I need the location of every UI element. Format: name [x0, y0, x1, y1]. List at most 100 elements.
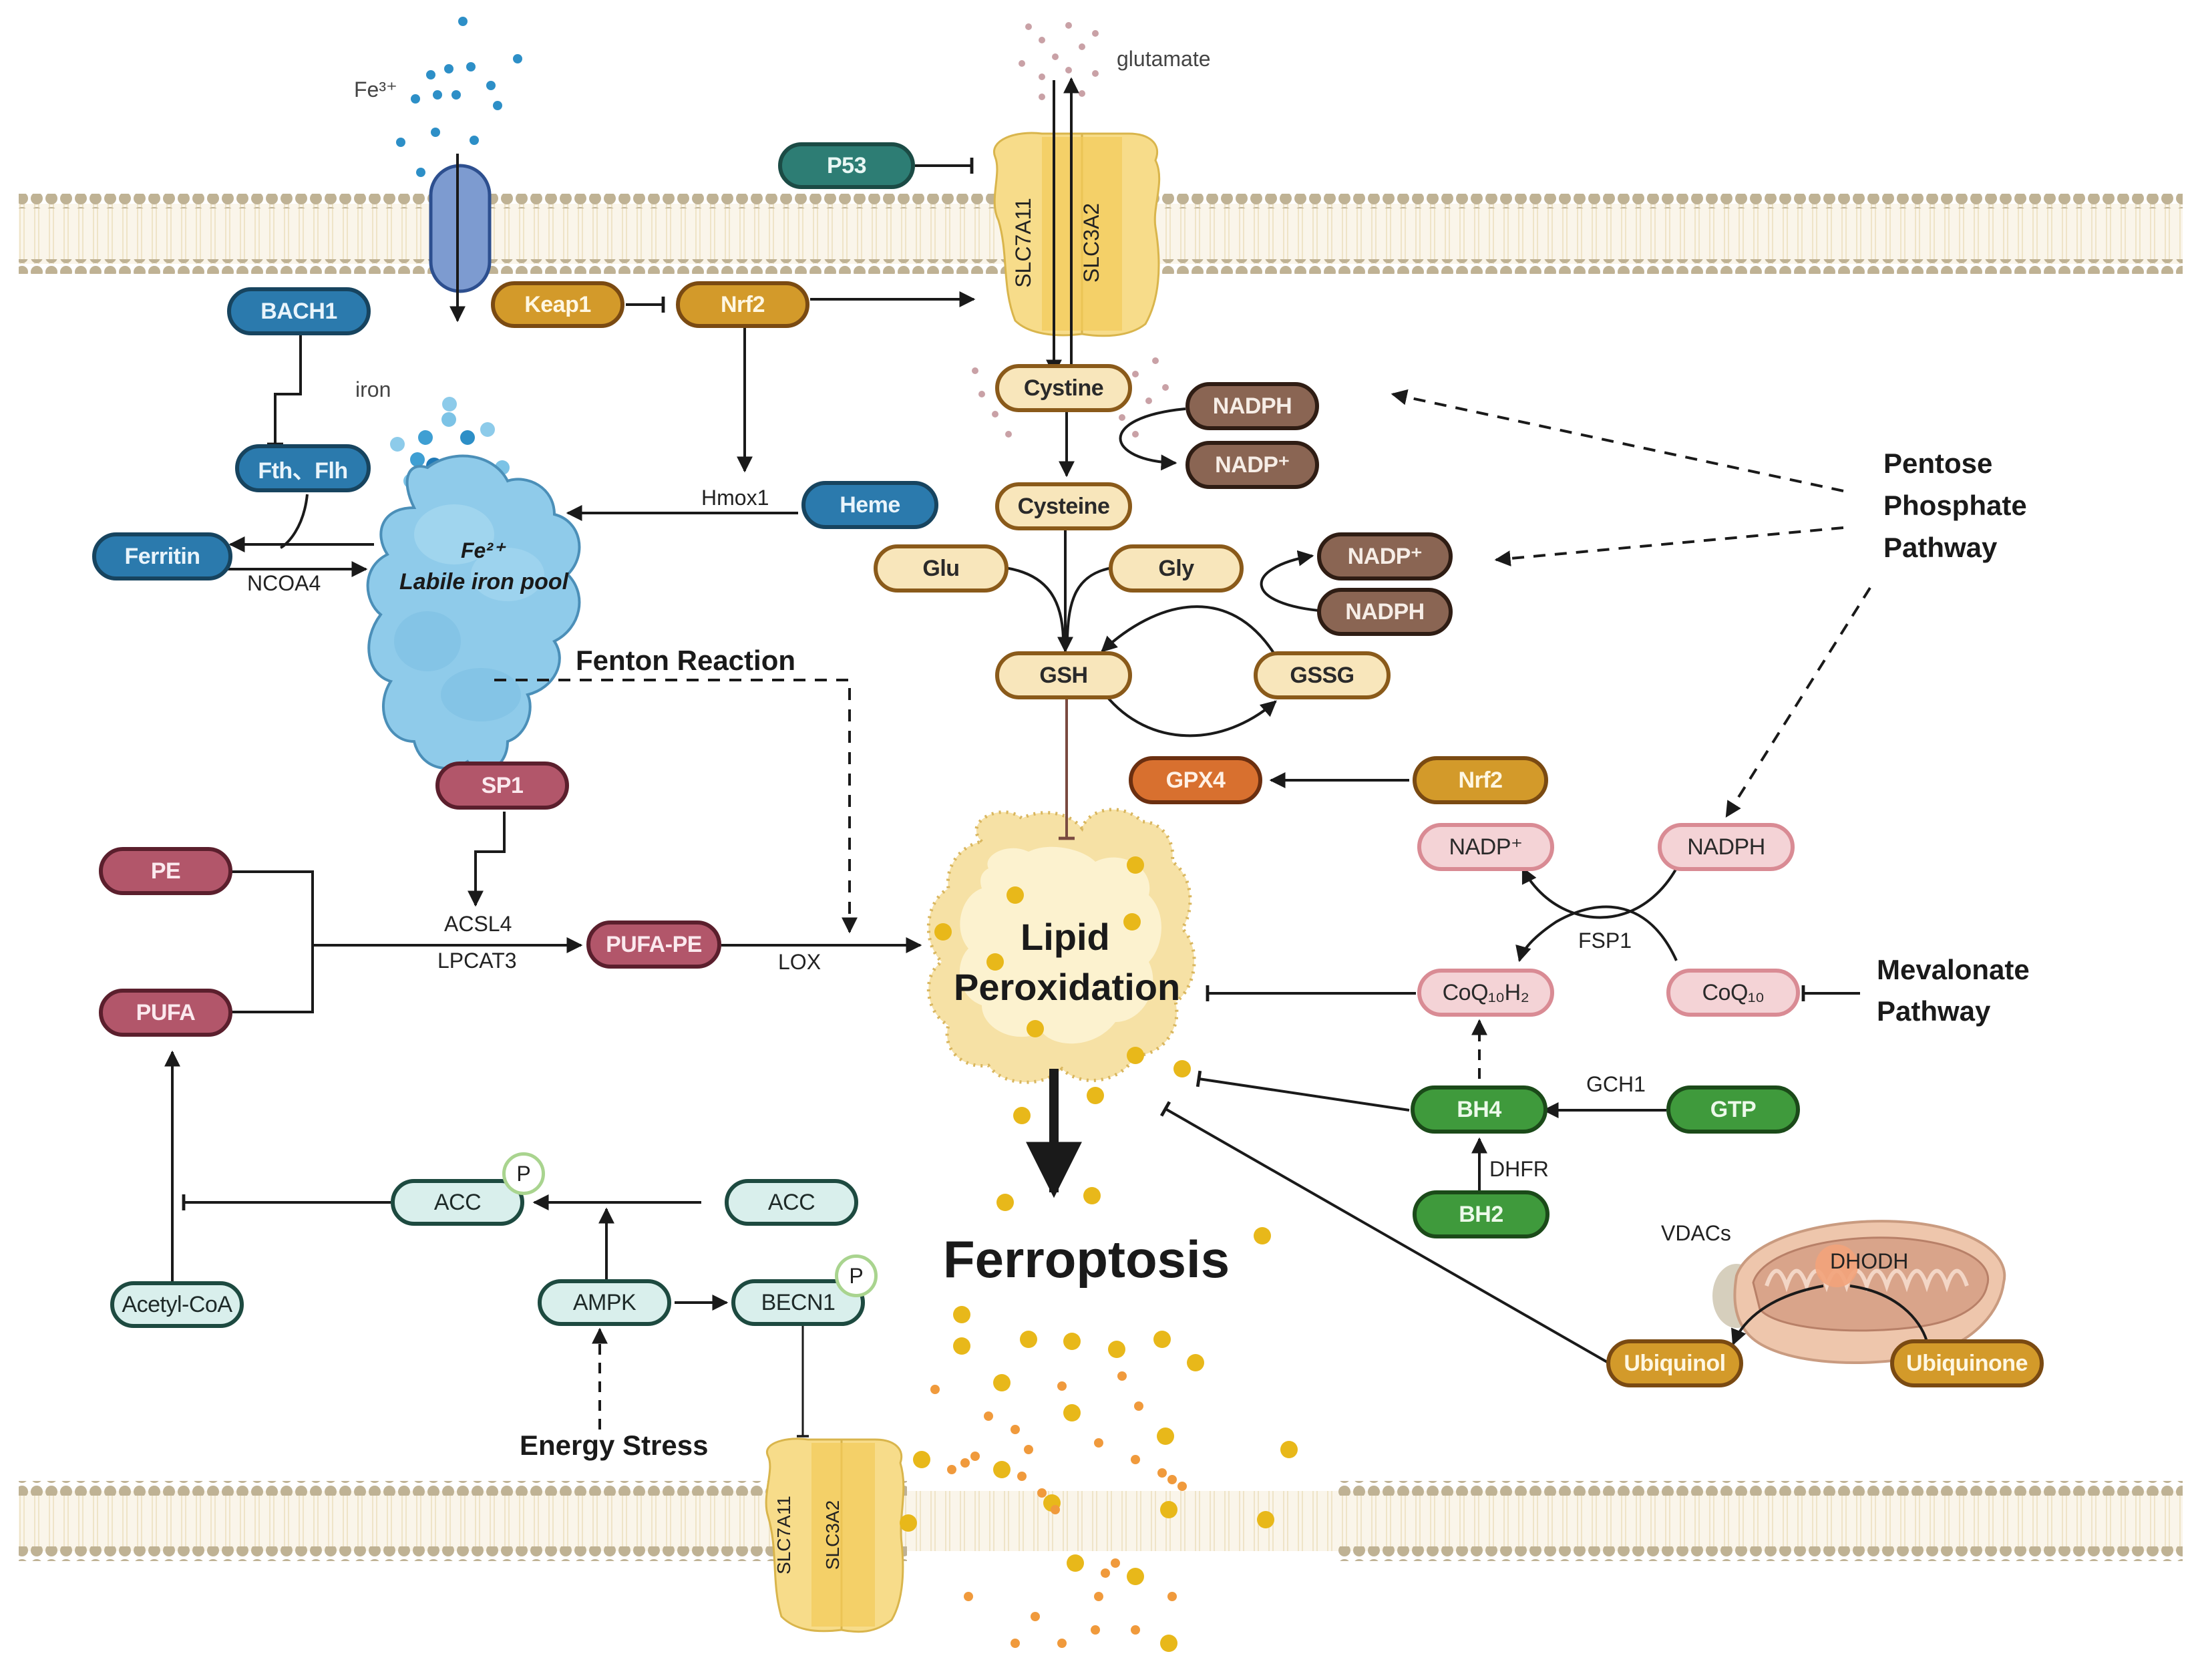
nadph-node-2[interactable]: NADPH	[1317, 588, 1453, 636]
gtp-node[interactable]: GTP	[1666, 1085, 1800, 1134]
ampk-node[interactable]: AMPK	[538, 1279, 671, 1326]
acc-phospho-label: ACC	[433, 1189, 482, 1215]
lipid-radical	[953, 1306, 970, 1323]
p53-label: P53	[827, 152, 867, 178]
iron-pool-label: Labile iron pool	[399, 569, 569, 595]
becn1-label: BECN1	[761, 1289, 836, 1315]
nadph-pink-node[interactable]: NADPH	[1658, 823, 1795, 871]
hmox1-label: Hmox1	[701, 486, 769, 510]
lipid-radical	[1007, 886, 1024, 904]
iron-ion	[410, 452, 425, 467]
pe-node[interactable]: PE	[99, 847, 232, 895]
phospholipid-head	[970, 1452, 980, 1461]
edges	[164, 77, 1928, 1438]
nrf2-top-label: Nrf2	[720, 291, 765, 317]
mevalonate-heading-line1: Mevalonate	[1877, 954, 2030, 985]
fe3-ion	[426, 70, 435, 79]
fe3-ion	[458, 17, 468, 26]
glutamate-dot	[1065, 22, 1072, 29]
lipid-radical	[986, 953, 1004, 971]
glutamate-dot	[1052, 53, 1059, 60]
fe3-ion	[493, 101, 502, 110]
ubiquinol-node[interactable]: Ubiquinol	[1606, 1339, 1743, 1387]
nadp-pink-node[interactable]: NADP⁺	[1417, 823, 1554, 871]
becn1-node[interactable]: BECN1	[731, 1279, 865, 1326]
glutamate-dot	[1092, 70, 1099, 77]
phospholipid-head	[1131, 1455, 1140, 1464]
lipid-heading: Lipid	[1021, 916, 1110, 958]
gtp-label: GTP	[1710, 1096, 1757, 1122]
nadp-label-2: NADP⁺	[1347, 544, 1423, 569]
lipid-radical	[1160, 1501, 1177, 1518]
phospholipid-head	[947, 1465, 956, 1474]
fe3-label: Fe³⁺	[354, 77, 397, 102]
ubiquinone-label: Ubiquinone	[1906, 1350, 2028, 1376]
nrf2-gpx-label: Nrf2	[1458, 767, 1503, 793]
pufa-pe-node[interactable]: PUFA-PE	[586, 920, 721, 969]
nadph-label-1: NADPH	[1212, 393, 1292, 419]
keap1-node[interactable]: Keap1	[491, 281, 624, 328]
cystine-node[interactable]: Cystine	[995, 364, 1132, 412]
gsh-node[interactable]: GSH	[995, 651, 1132, 699]
lipid-radical	[1153, 1331, 1171, 1348]
pufa-node[interactable]: PUFA	[99, 989, 232, 1037]
iron-label: iron	[355, 377, 391, 401]
lipid-radical	[1067, 1554, 1084, 1572]
glutamate-dot	[1162, 384, 1169, 391]
acc-node[interactable]: ACC	[725, 1179, 858, 1226]
gpx4-node[interactable]: GPX4	[1129, 756, 1262, 804]
labile-iron-pool-blob	[366, 454, 581, 773]
glutamate-dot	[1079, 90, 1085, 97]
glutamate-dot	[1065, 67, 1072, 73]
acc-phospho-node[interactable]: ACC	[391, 1179, 524, 1226]
ferritin-node[interactable]: Ferritin	[92, 532, 232, 580]
fth-flh-node[interactable]: Fth、Flh	[235, 444, 371, 492]
lipid-radical	[1013, 1107, 1031, 1124]
bottom-membrane	[19, 1481, 2183, 1561]
bh2-label: BH2	[1459, 1201, 1503, 1227]
lipid-radical	[1157, 1427, 1174, 1445]
coq10-node[interactable]: CoQ₁₀	[1666, 969, 1800, 1017]
fe3-ion	[396, 138, 405, 147]
cysteine-node[interactable]: Cysteine	[995, 482, 1132, 530]
ubiquinone-node[interactable]: Ubiquinone	[1890, 1339, 2044, 1387]
gssg-node[interactable]: GSSG	[1254, 651, 1391, 699]
phospholipid-head	[930, 1385, 940, 1394]
lipid-radical	[1187, 1354, 1204, 1371]
heme-node[interactable]: Heme	[801, 481, 938, 529]
phospholipid-head	[1094, 1592, 1103, 1601]
nadp-node-1[interactable]: NADP⁺	[1185, 441, 1319, 489]
lipid-radical	[996, 1194, 1014, 1211]
gly-node[interactable]: Gly	[1109, 544, 1244, 593]
slc3a2-bottom-label: SLC3A2	[822, 1500, 844, 1570]
gch1-label: GCH1	[1586, 1072, 1646, 1096]
fe3-ion	[411, 94, 420, 104]
slc3a2-top-label: SLC3A2	[1079, 202, 1104, 283]
bh4-node[interactable]: BH4	[1411, 1085, 1547, 1134]
sp1-node[interactable]: SP1	[435, 762, 569, 810]
acetyl-coa-node[interactable]: Acetyl-CoA	[110, 1281, 244, 1328]
slc7a11-bottom-label: SLC7A11	[773, 1496, 794, 1574]
ampk-label: AMPK	[572, 1289, 636, 1315]
nrf2-gpx-node[interactable]: Nrf2	[1413, 756, 1548, 804]
lipid-radical	[1027, 1020, 1044, 1037]
p53-node[interactable]: P53	[778, 142, 915, 189]
lipid-radical	[934, 923, 952, 941]
lipid-radical	[1087, 1087, 1104, 1104]
bh2-node[interactable]: BH2	[1413, 1190, 1549, 1238]
nadp-node-2[interactable]: NADP⁺	[1317, 532, 1453, 580]
phospholipid-head	[1101, 1568, 1110, 1578]
phospholipid-head	[1177, 1482, 1187, 1491]
nadph-node-1[interactable]: NADPH	[1185, 382, 1319, 430]
nadp-pink-label: NADP⁺	[1449, 834, 1523, 860]
nadp-label-1: NADP⁺	[1215, 452, 1290, 478]
glutamate-dot	[1079, 43, 1085, 50]
bach1-node[interactable]: BACH1	[227, 287, 371, 335]
coq10h2-node[interactable]: CoQ₁₀H₂	[1417, 969, 1554, 1017]
glutamate-dot	[1019, 60, 1025, 67]
nrf2-top-node[interactable]: Nrf2	[676, 281, 809, 328]
bottom-transporter	[765, 1438, 905, 1633]
phospholipid-head	[1037, 1488, 1047, 1498]
glu-node[interactable]: Glu	[874, 544, 1009, 593]
fe3-ion	[470, 136, 479, 145]
